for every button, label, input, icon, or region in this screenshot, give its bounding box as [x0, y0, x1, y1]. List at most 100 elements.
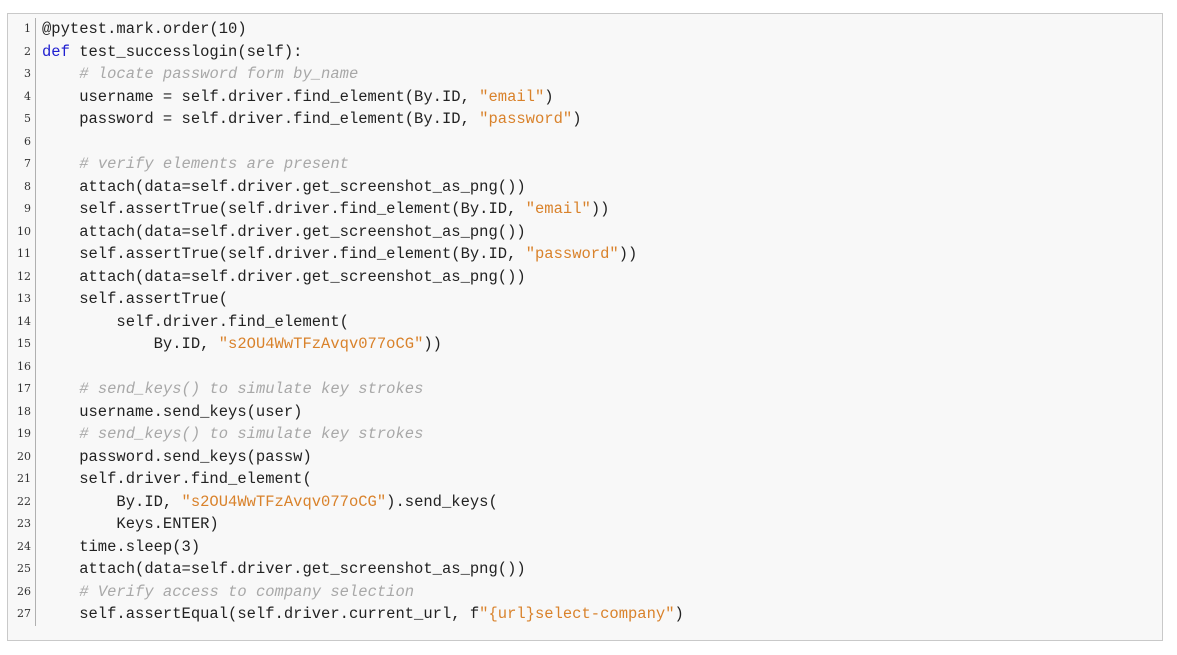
line-number: 6	[8, 130, 36, 153]
code-text: self.assertTrue(self.driver.find_element…	[36, 198, 609, 221]
code-text: time.sleep(3)	[36, 536, 200, 559]
string-token: "s2OU4WwTFzAvqv077oCG"	[218, 335, 424, 353]
code-line: 1@pytest.mark.order(10)	[8, 18, 1162, 41]
code-text: attach(data=self.driver.get_screenshot_a…	[36, 266, 525, 289]
code-token: ))	[618, 245, 638, 263]
code-token: ))	[590, 200, 610, 218]
code-line: 8 attach(data=self.driver.get_screenshot…	[8, 175, 1162, 198]
line-number: 21	[8, 468, 36, 491]
string-token: "{url}select-company"	[479, 605, 675, 623]
code-token: self.assertEqual(self.driver.current_url…	[42, 605, 480, 623]
line-number: 8	[8, 175, 36, 198]
code-line: 27 self.assertEqual(self.driver.current_…	[8, 603, 1162, 626]
code-text: attach(data=self.driver.get_screenshot_a…	[36, 221, 526, 244]
line-number: 2	[8, 40, 36, 63]
code-line: 15 By.ID, "s2OU4WwTFzAvqv077oCG"))	[8, 333, 1162, 356]
code-token: By.ID,	[42, 492, 182, 511]
comment-token: # send_keys() to simulate key strokes	[79, 380, 424, 398]
code-text: # verify elements are present	[36, 153, 349, 176]
code-line: 4 username = self.driver.find_element(By…	[8, 85, 1162, 109]
line-number: 13	[8, 288, 36, 311]
code-token	[42, 65, 79, 83]
code-token: self.driver.find_element(	[42, 470, 312, 488]
line-number: 9	[8, 198, 36, 221]
code-text: self.assertTrue(self.driver.find_element…	[36, 243, 637, 266]
line-number: 23	[8, 513, 36, 536]
code-token: )	[572, 110, 582, 128]
code-line: 11 self.assertTrue(self.driver.find_elem…	[8, 243, 1162, 266]
code-token: ).send_keys(	[386, 492, 498, 511]
line-number: 18	[8, 400, 36, 423]
code-line: 12 attach(data=self.driver.get_screensho…	[8, 265, 1162, 289]
line-number: 15	[8, 333, 36, 356]
code-line: 5 password = self.driver.find_element(By…	[8, 108, 1162, 131]
string-token: "email"	[479, 87, 545, 106]
code-text: self.assertEqual(self.driver.current_url…	[36, 603, 684, 626]
comment-token: # verify elements are present	[79, 155, 349, 173]
code-token	[42, 583, 79, 601]
code-line: 7 # verify elements are present	[8, 153, 1162, 176]
code-text: def test_successlogin(self):	[36, 41, 302, 64]
code-text: password = self.driver.find_element(By.I…	[36, 108, 582, 131]
code-token: By.ID,	[42, 335, 219, 353]
code-token	[42, 380, 79, 398]
code-line: 14 self.driver.find_element(	[8, 310, 1162, 334]
code-token: self.assertTrue(	[42, 290, 229, 308]
code-text: # locate password form by_name	[36, 63, 358, 86]
code-line: 24 time.sleep(3)	[8, 535, 1162, 559]
code-token: password.send_keys(passw)	[42, 447, 312, 466]
code-line: 19 # send_keys() to simulate key strokes	[8, 423, 1162, 446]
code-token	[42, 425, 79, 443]
code-line: 17 # send_keys() to simulate key strokes	[8, 378, 1162, 401]
line-number: 12	[8, 265, 36, 288]
code-text: username = self.driver.find_element(By.I…	[36, 86, 554, 109]
code-text: Keys.ENTER)	[36, 513, 218, 536]
line-number: 5	[8, 108, 36, 131]
line-number: 20	[8, 445, 36, 468]
string-token: "password"	[479, 110, 573, 128]
code-text: # send_keys() to simulate key strokes	[36, 423, 423, 446]
code-token: test_successlogin(self):	[69, 42, 303, 61]
code-token: username.send_keys(user)	[42, 402, 303, 421]
string-token: "s2OU4WwTFzAvqv077oCG"	[181, 492, 387, 511]
code-line: 26 # Verify access to company selection	[8, 580, 1162, 604]
line-number: 11	[8, 243, 36, 266]
code-token	[42, 155, 79, 173]
code-token: )	[544, 87, 554, 106]
string-token: "email"	[525, 200, 591, 218]
code-text: # send_keys() to simulate key strokes	[36, 378, 423, 401]
line-number: 7	[8, 153, 36, 176]
code-line: 10 attach(data=self.driver.get_screensho…	[8, 220, 1162, 244]
comment-token: # Verify access to company selection	[79, 582, 415, 601]
code-token: attach(data=self.driver.get_screenshot_a…	[42, 222, 526, 241]
code-line: 22 By.ID, "s2OU4WwTFzAvqv077oCG").send_k…	[8, 490, 1162, 513]
keyword-token: def	[42, 42, 70, 61]
code-line: 20 password.send_keys(passw)	[8, 445, 1162, 469]
line-number: 3	[8, 63, 36, 86]
code-text: self.driver.find_element(	[36, 468, 312, 491]
code-token: self.assertTrue(self.driver.find_element…	[42, 245, 526, 263]
code-text: password.send_keys(passw)	[36, 446, 312, 469]
code-token: )	[674, 605, 684, 623]
line-number: 26	[8, 580, 36, 603]
line-number: 16	[8, 355, 36, 378]
line-number: 17	[8, 378, 36, 401]
code-token: attach(data=self.driver.get_screenshot_a…	[42, 177, 526, 196]
comment-token: # locate password form by_name	[79, 65, 359, 83]
string-token: "password"	[525, 245, 619, 263]
line-number: 27	[8, 603, 36, 626]
code-token: self.driver.find_element(	[42, 312, 349, 331]
code-token: attach(data=self.driver.get_screenshot_a…	[42, 560, 526, 578]
decorator-token: @pytest.mark.order(10)	[42, 20, 247, 38]
code-token: time.sleep(3)	[42, 537, 201, 556]
code-text: # Verify access to company selection	[36, 581, 414, 604]
code-line: 6	[8, 130, 1162, 153]
line-number: 19	[8, 423, 36, 446]
line-number: 24	[8, 535, 36, 558]
code-text: @pytest.mark.order(10)	[36, 18, 247, 41]
code-text: self.assertTrue(	[36, 288, 228, 311]
code-token: ))	[423, 335, 442, 353]
code-text: self.driver.find_element(	[36, 311, 349, 334]
